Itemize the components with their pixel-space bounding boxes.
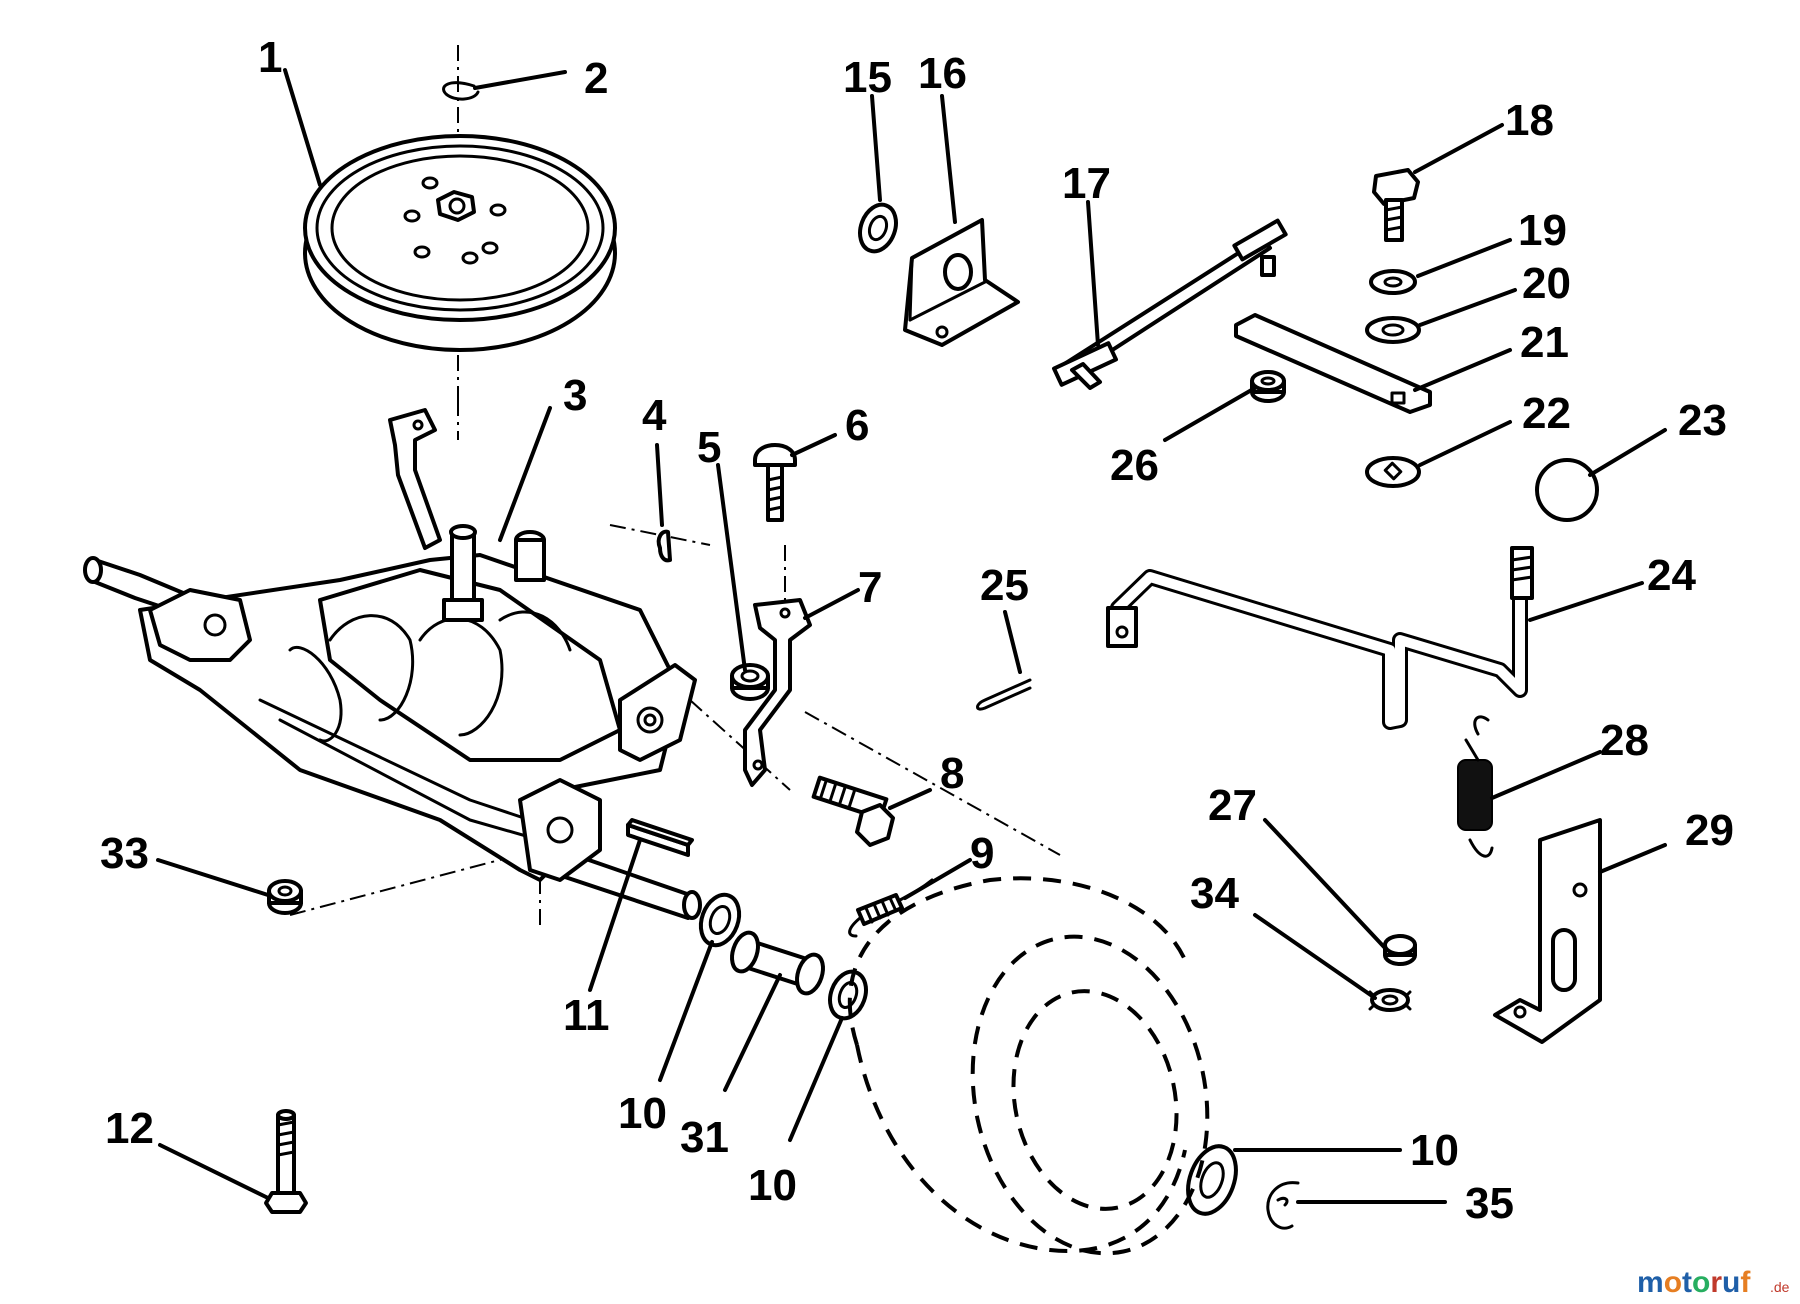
callout-16: 16 [918,49,967,98]
part-25-cotter-pin [976,678,1032,711]
callout-25: 25 [980,561,1029,610]
part-20-washer [1365,316,1421,344]
callout-20: 20 [1522,259,1571,308]
brand-letter: u [1722,1266,1740,1299]
leader-lines [156,68,1667,1204]
part-28-spring [1457,715,1494,858]
callout-15: 15 [843,53,892,102]
part-6-carriage-bolt [753,443,797,522]
callout-17: 17 [1062,159,1111,208]
part-31-spacer [730,930,825,996]
part-8-hex-bolt [811,775,895,847]
part-15-washer [858,202,898,254]
part-23-knob [1535,458,1599,522]
part-34-star-washer [1368,988,1412,1012]
callout-23: 23 [1678,396,1727,445]
part-12-bolt [264,1109,308,1214]
part-17-rod [1052,218,1288,390]
svg-text:motoruf: motoruf [1637,1266,1751,1299]
wheel-outline [847,876,1210,1256]
callout-29: 29 [1685,806,1734,855]
part-35-e-clip [1266,1181,1300,1230]
part-16-bracket [903,218,1020,347]
brand-letter: o [1692,1266,1710,1299]
callout-33: 33 [100,829,149,878]
callout-22: 22 [1522,389,1571,438]
callout-10-a: 10 [618,1089,667,1138]
brand-watermark: motoruf .de [1637,1266,1790,1299]
callout-10-c: 10 [1410,1126,1459,1175]
callout-34: 34 [1190,869,1239,918]
part-19-lock-washer [1369,269,1417,295]
callout-26: 26 [1110,441,1159,490]
callout-5: 5 [697,423,721,472]
part-29-bracket [1493,818,1602,1044]
part-21-plate [1234,313,1432,414]
brand-suffix: .de [1770,1279,1790,1295]
callout-18: 18 [1505,96,1554,145]
part-2-retaining-clip [442,81,480,101]
callout-10-b: 10 [748,1161,797,1210]
brand-letter: r [1710,1266,1722,1299]
part-26-nut [1250,370,1286,403]
callout-11: 11 [563,991,610,1040]
callout-21: 21 [1520,318,1569,367]
callout-3: 3 [563,371,587,420]
callout-6: 6 [845,401,869,450]
part-3-transaxle [83,408,702,920]
callout-19: 19 [1518,206,1567,255]
brand-letter: f [1740,1266,1751,1299]
part-18-bolt [1372,168,1420,242]
part-11-key [626,818,694,857]
part-7-bracket [743,598,812,787]
part-24-shift-rod [1106,546,1534,730]
part-5-nut [730,663,770,701]
part-1-pulley [303,134,617,352]
callout-35: 35 [1465,1179,1514,1228]
callout-4: 4 [642,391,667,440]
brand-letter: t [1682,1266,1692,1299]
callout-12: 12 [105,1104,154,1153]
part-27-nut [1383,934,1417,966]
part-33-nut [267,879,303,915]
callout-labels: 1 2 3 4 5 6 7 8 9 10 10 10 11 12 15 16 1… [100,33,1734,1228]
callout-1: 1 [258,33,282,82]
callout-27: 27 [1208,781,1257,830]
callout-2: 2 [584,54,608,103]
callout-9: 9 [970,829,994,878]
part-4-key [656,529,672,563]
callout-24: 24 [1647,551,1696,600]
callout-7: 7 [858,563,882,612]
callout-31: 31 [680,1113,729,1162]
callout-8: 8 [940,749,964,798]
brand-letter: m [1637,1266,1664,1299]
part-22-washer [1365,456,1421,488]
callout-28: 28 [1600,716,1649,765]
brand-letter: o [1664,1266,1682,1299]
